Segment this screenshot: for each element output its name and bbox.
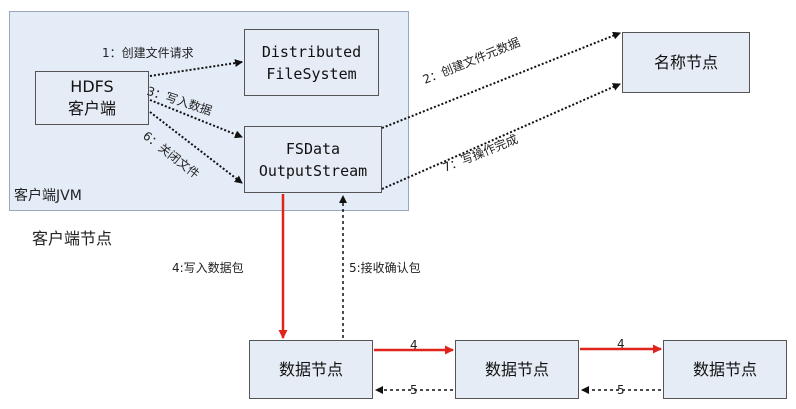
step-1-label: 1：创建文件请求 <box>102 46 194 60</box>
pipe-5b-label: 5 <box>617 383 625 397</box>
data-node-3-label: 数据节点 <box>692 359 757 379</box>
hdfs-client-box: HDFS 客户端 <box>35 71 149 125</box>
client-jvm-label: 客户端JVM <box>14 188 82 204</box>
hdfs-client-line1: HDFS <box>70 77 114 96</box>
hdfs-client-line2: 客户端 <box>67 99 116 118</box>
arrow-step-1 <box>149 59 243 77</box>
data-node-1-box: 数据节点 <box>249 340 373 399</box>
arrow-step-7 <box>381 83 621 190</box>
pipe-5a-label: 5 <box>410 383 418 397</box>
name-node-box: 名称节点 <box>622 32 750 93</box>
fsdata-line1: FSData <box>285 139 341 158</box>
fsdata-outputstream-box: FSData OutputStream <box>244 126 382 193</box>
pipe-4b-label: 4 <box>617 337 625 351</box>
data-node-3-box: 数据节点 <box>663 340 787 399</box>
fsdata-line2: OutputStream <box>258 161 368 180</box>
distributed-filesystem-box: Distributed FileSystem <box>244 29 379 96</box>
pipe-4a-label: 4 <box>410 338 418 352</box>
name-node-label: 名称节点 <box>653 52 718 72</box>
client-node-label: 客户端节点 <box>32 229 113 248</box>
data-node-2-label: 数据节点 <box>484 359 549 379</box>
step-4-label: 4:写入数据包 <box>172 261 244 275</box>
data-node-2-box: 数据节点 <box>455 340 579 399</box>
arrow-step-2 <box>381 31 621 129</box>
distributed-fs-line1: Distributed <box>261 42 362 61</box>
arrow-step-3 <box>149 99 243 139</box>
step-5-label: 5:接收确认包 <box>349 261 421 275</box>
distributed-fs-line2: FileSystem <box>266 64 357 83</box>
data-node-1-label: 数据节点 <box>278 359 343 379</box>
arrow-step-6 <box>149 111 243 184</box>
